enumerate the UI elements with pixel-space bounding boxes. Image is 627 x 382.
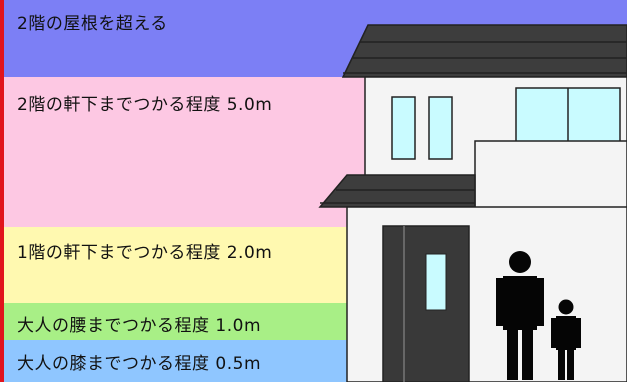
adult-head: [509, 251, 531, 273]
window-small-right: [428, 96, 453, 160]
level-label-1m: 大人の腰までつかる程度 1.0m: [17, 316, 261, 336]
level-label-5m: 2階の軒下までつかる程度 5.0m: [17, 95, 273, 115]
balcony: [474, 140, 627, 216]
level-label-05m: 大人の膝までつかる程度 0.5m: [17, 354, 261, 374]
adult-left-arm: [496, 278, 504, 326]
child-right-arm: [576, 318, 581, 348]
adult-left-leg: [507, 330, 518, 380]
window-small-left: [391, 96, 416, 160]
child-torso: [556, 316, 576, 350]
child-left-leg: [558, 350, 565, 380]
level-label-2m: 1階の軒下までつかる程度 2.0m: [17, 243, 273, 263]
level-label-above-roof: 2階の屋根を超える: [17, 14, 168, 34]
child-head: [558, 299, 574, 315]
child-left-arm: [551, 318, 556, 348]
edge-marker: [0, 0, 4, 382]
door-window: [425, 253, 447, 311]
adult-right-arm: [536, 278, 544, 326]
adult-torso: [503, 276, 537, 330]
child-right-leg: [567, 350, 574, 380]
adult-right-leg: [522, 330, 533, 380]
adult-figure: [496, 251, 544, 380]
child-figure: [551, 299, 581, 380]
upper-roof: [341, 24, 627, 78]
lower-roof: [318, 174, 476, 208]
